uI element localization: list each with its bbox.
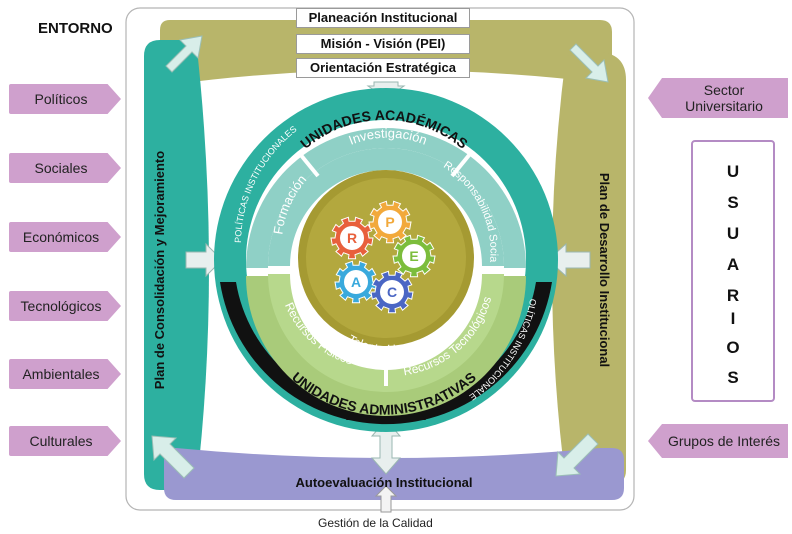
gear-c: C (370, 270, 414, 314)
gestion-up-arrow (374, 485, 398, 513)
gear-letter: A (351, 274, 361, 290)
left-inward-arrow (185, 242, 223, 278)
left-teal-band (144, 40, 209, 490)
grupos-interes-tag: Grupos de Interés (648, 424, 788, 458)
gear-letter: R (347, 230, 357, 246)
usuarios-letter: O (726, 338, 740, 357)
usuarios-letter: S (727, 193, 739, 212)
bottom-double-arrow (370, 419, 402, 475)
gear-e: E (392, 234, 436, 278)
corner-arrow-top-right (569, 43, 609, 83)
gear-hub (380, 280, 404, 304)
gear-r: R (330, 216, 374, 260)
gear-hub (340, 226, 364, 250)
corner-arrow-bottom-right (555, 433, 599, 477)
inner-academic (268, 148, 504, 266)
gestion-calidad-label: Gestión de la Calidad (318, 516, 433, 530)
usuarios-letter: U (726, 162, 740, 181)
usuarios-letter: I (730, 309, 736, 328)
gear-a: A (334, 260, 378, 304)
gear-letter: E (409, 248, 418, 264)
sector-universitario-tag: Sector Universitario (648, 78, 788, 118)
svg-text:Investigación: Investigación (347, 126, 430, 148)
top-box-orientacion: Orientación Estratégica (296, 58, 470, 78)
gear-hub (402, 244, 426, 268)
factor-ambientales: Ambientales (9, 359, 121, 389)
usuarios-letter: R (726, 286, 740, 305)
factor-tecnologicos: Tecnológicos (9, 291, 121, 321)
top-box-mision-vision: Misión - Visión (PEI) (296, 34, 470, 54)
gear-letter: C (387, 284, 397, 300)
gear-hub (378, 210, 402, 234)
usuarios-letter: S (727, 368, 739, 387)
inner-admin (268, 274, 504, 392)
bottom-lavender-band (164, 448, 624, 500)
left-band-label: Plan de Consolidación y Mejoramiento (152, 151, 167, 389)
usuarios-box: U S U A R I O S (691, 140, 775, 402)
factor-politicos: Políticos (9, 84, 121, 114)
top-box-planeacion: Planeación Institucional (296, 8, 470, 28)
gear-letter: P (385, 214, 394, 230)
gear-p: P (368, 200, 412, 244)
usuarios-letter: U (726, 224, 740, 243)
factor-economicos: Económicos (9, 222, 121, 252)
investigacion-label: Investigación (347, 126, 430, 148)
factor-culturales: Culturales (9, 426, 121, 456)
entorno-label: ENTORNO (38, 20, 113, 37)
usuarios-letter: A (726, 255, 740, 274)
factor-sociales: Sociales (9, 153, 121, 183)
gear-hub (344, 270, 368, 294)
gears-group: R P E A C (330, 200, 436, 314)
corner-arrow-top-left (165, 35, 203, 73)
bottom-band-label: Autoevaluación Institucional (296, 475, 473, 490)
corner-arrow-bottom-left (151, 435, 195, 479)
right-band-label: Plan de Desarrollo Institucional (597, 173, 612, 367)
